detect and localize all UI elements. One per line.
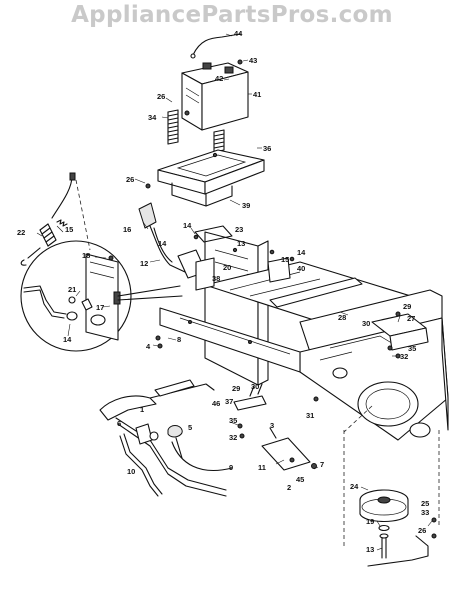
callout-32-b: 32: [229, 433, 237, 442]
battery: [181, 62, 249, 131]
callout-26-c: 26: [418, 526, 426, 535]
pulley: [359, 489, 409, 523]
callout-25: 25: [421, 499, 429, 508]
callout-44: 44: [234, 29, 243, 38]
callout-15: 15: [65, 225, 73, 234]
detail-inset: [20, 240, 132, 352]
callout-5: 5: [188, 423, 192, 432]
callout-26-a: 26: [157, 92, 165, 101]
callout-32-a: 32: [400, 352, 408, 361]
callout-22: 22: [17, 228, 25, 237]
cable-assembly: [20, 172, 76, 266]
callout-11: 11: [258, 463, 266, 472]
callout-42: 42: [215, 74, 223, 83]
callout-28: 28: [338, 313, 346, 322]
callout-10: 10: [127, 467, 135, 476]
callout-34: 34: [148, 113, 157, 122]
callout-30-a: 30: [362, 319, 370, 328]
callout-33: 33: [421, 508, 429, 517]
callout-17: 17: [96, 303, 104, 312]
leader-lines: [36, 33, 433, 551]
callout-40: 40: [297, 264, 305, 273]
callout-labels: 44 43 42 41 26 34 36 26 39 16 14 23 13 1…: [17, 29, 429, 554]
callout-36: 36: [263, 144, 271, 153]
battery-tray: [157, 149, 265, 207]
spring-battery: [213, 129, 225, 153]
pedal-assembly: [99, 379, 227, 497]
callout-15-b: 15: [281, 255, 289, 264]
callout-7: 7: [320, 460, 324, 469]
callout-43: 43: [249, 56, 257, 65]
callout-26-b: 26: [126, 175, 134, 184]
callout-16: 16: [123, 225, 131, 234]
callout-12: 12: [140, 259, 148, 268]
callout-20: 20: [223, 263, 231, 272]
callout-18: 18: [82, 251, 90, 260]
battery-cable: [192, 33, 241, 56]
callout-24: 24: [350, 482, 359, 491]
callout-23: 23: [235, 225, 243, 234]
callout-41: 41: [253, 90, 261, 99]
shift-lever: [138, 202, 186, 273]
callout-31: 31: [306, 411, 314, 420]
callout-35-a: 35: [408, 344, 416, 353]
callout-14-a: 14: [183, 221, 192, 230]
callout-13-b: 13: [366, 545, 374, 554]
callout-14-d: 14: [63, 335, 72, 344]
callout-8: 8: [177, 335, 181, 344]
callout-35-b: 35: [229, 416, 237, 425]
callout-3: 3: [270, 421, 274, 430]
callout-4: 4: [146, 342, 151, 351]
callout-39: 39: [242, 201, 250, 210]
callout-6: 6: [117, 419, 121, 428]
tractor-frame: [159, 231, 449, 441]
callout-30-b: 30: [251, 382, 259, 391]
callout-14-b: 14: [158, 239, 167, 248]
callout-27: 27: [407, 314, 415, 323]
callout-9: 9: [229, 463, 233, 472]
callout-14-c: 14: [297, 248, 306, 257]
callout-46: 46: [212, 399, 220, 408]
callout-38: 38: [212, 274, 220, 283]
callout-29-b: 29: [232, 384, 240, 393]
callout-45: 45: [296, 475, 304, 484]
callout-1: 1: [140, 405, 144, 414]
callout-29-a: 29: [403, 302, 411, 311]
watermark: AppliancePartsPros.com: [71, 2, 393, 28]
callout-13: 13: [237, 239, 245, 248]
callout-19: 19: [366, 517, 374, 526]
callout-37: 37: [225, 397, 233, 406]
callout-2: 2: [287, 483, 291, 492]
spring-34: [167, 109, 179, 145]
callout-21: 21: [68, 285, 76, 294]
